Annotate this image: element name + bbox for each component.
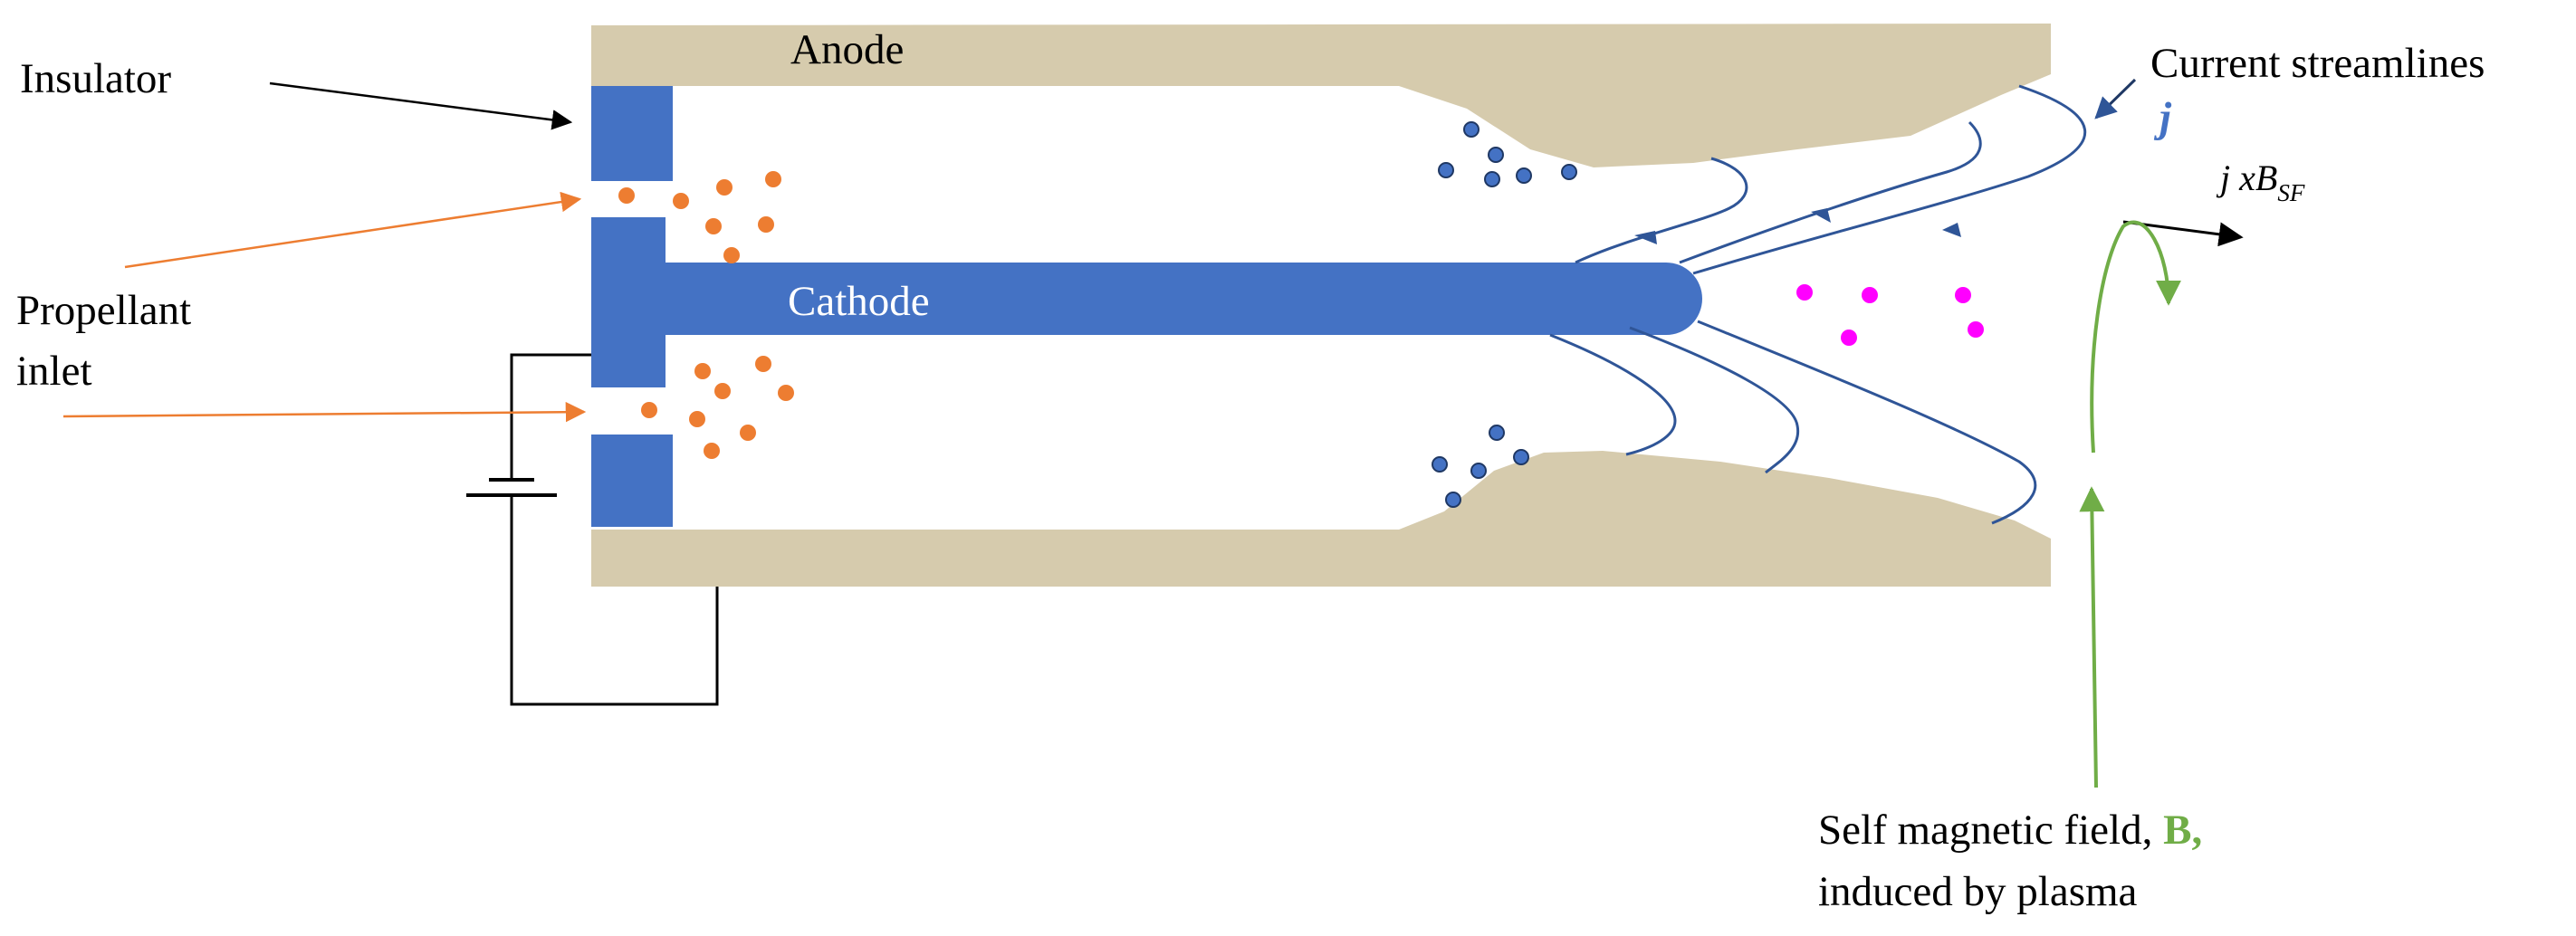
plasma-particle <box>1841 330 1857 346</box>
propellant-particle <box>765 171 781 187</box>
cathode-label: Cathode <box>788 278 930 325</box>
current-streamlines-label: Current streamlines <box>2150 40 2485 87</box>
propellant-particle <box>778 385 794 401</box>
ion-particle <box>1432 456 1448 473</box>
field-curl-arrow <box>2090 220 2181 454</box>
propellant-particle <box>714 383 731 399</box>
insulator-lower <box>591 435 673 527</box>
propellant-particle <box>758 216 774 233</box>
current-arrow-icon <box>1811 208 1831 223</box>
self-field-prefix: Self magnetic field, <box>1818 807 2163 854</box>
ion-particle <box>1445 492 1461 508</box>
anode-upper <box>591 24 2051 167</box>
propellant-particle <box>723 247 740 263</box>
propellant-particle <box>694 363 711 379</box>
self-field-label-line1: Self magnetic field, B, <box>1818 807 2202 854</box>
current-streamline <box>1692 84 2086 275</box>
self-field-symbol: B, <box>2163 807 2202 854</box>
propellant-particle <box>755 356 771 372</box>
insulator-pointer-arrow <box>269 81 573 130</box>
ion-particle <box>1561 164 1577 180</box>
force-label: j xBSF <box>2216 158 2305 206</box>
force-label-subscript: SF <box>2277 179 2305 206</box>
propellant-particle <box>618 187 635 204</box>
propellant-particle <box>716 179 733 196</box>
ion-particles <box>1432 121 1577 508</box>
propellant-particle <box>705 218 722 234</box>
propellant-particle <box>673 193 689 209</box>
plasma-particles <box>1796 284 1984 346</box>
current-arrow-icon <box>1942 223 1961 237</box>
anode-lower <box>591 451 2051 587</box>
current-streamline <box>1549 333 1677 456</box>
anode-label: Anode <box>790 26 904 73</box>
ion-particle <box>1463 121 1480 138</box>
plasma-particle <box>1862 287 1878 303</box>
propellant-particle <box>641 402 657 418</box>
propellant-particle <box>704 443 720 459</box>
propellant-particle <box>689 411 705 427</box>
force-label-main: j xB <box>2216 158 2277 198</box>
propellant-arrow-lower <box>62 401 587 423</box>
circuit-wire-top <box>510 353 591 480</box>
field-arrow-vertical <box>2079 486 2105 788</box>
ion-particle <box>1484 171 1500 187</box>
current-symbol: j <box>2153 94 2172 141</box>
ion-particle <box>1488 147 1504 163</box>
propellant-particles <box>618 171 794 459</box>
cathode <box>591 217 1702 387</box>
insulator-label: Insulator <box>20 55 171 102</box>
plasma-particle <box>1796 284 1813 301</box>
propellant-particle <box>740 425 756 441</box>
ion-particle <box>1438 162 1454 178</box>
current-streamline <box>1679 120 1982 264</box>
ion-particle <box>1513 449 1529 465</box>
propellant-label-line2: inlet <box>16 348 92 395</box>
current-streamline <box>1629 326 1800 474</box>
current-arrow-icon <box>1634 231 1657 244</box>
ion-particle <box>1516 167 1532 184</box>
power-circuit <box>466 353 719 706</box>
plasma-particle <box>1968 321 1984 338</box>
current-streamline <box>1575 157 1748 264</box>
current-streamlines-lower <box>1549 320 2037 525</box>
insulator-upper <box>591 86 673 181</box>
self-field-label-line2: induced by plasma <box>1818 868 2138 915</box>
current-streamline <box>1697 320 2037 525</box>
current-streamlines-upper <box>1575 84 2086 275</box>
ion-particle <box>1470 463 1487 479</box>
propellant-arrow-upper <box>124 191 582 269</box>
propellant-label-line1: Propellant <box>16 287 191 334</box>
ion-particle <box>1489 425 1505 441</box>
plasma-particle <box>1955 287 1971 303</box>
circuit-wire-bottom <box>510 495 719 706</box>
streamlines-pointer-arrow <box>2094 78 2137 119</box>
